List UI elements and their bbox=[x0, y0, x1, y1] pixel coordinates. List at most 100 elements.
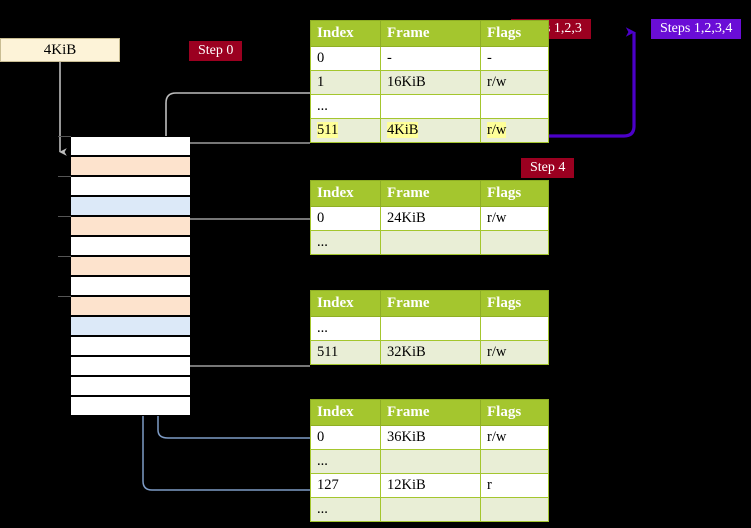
memory-tick bbox=[58, 216, 71, 217]
col-header-flags: Flags bbox=[480, 20, 549, 47]
table-header-row: Index Frame Flags bbox=[310, 20, 549, 47]
memory-block bbox=[58, 296, 190, 316]
table-header-row: Index Frame Flags bbox=[310, 180, 549, 207]
memory-block bbox=[71, 276, 190, 296]
memory-block bbox=[71, 196, 190, 216]
highlight-text: r/w bbox=[487, 122, 507, 138]
memory-block bbox=[58, 176, 190, 196]
cell-index: 0 bbox=[310, 206, 381, 231]
connector-l3-24kib bbox=[170, 218, 310, 267]
cell-flags bbox=[480, 94, 549, 119]
memory-block bbox=[58, 216, 190, 236]
cell-frame: 36KiB bbox=[380, 425, 481, 450]
memory-block bbox=[58, 256, 190, 276]
cell-flags: r/w bbox=[480, 70, 549, 95]
memory-block bbox=[71, 356, 190, 376]
cell-frame: 12KiB bbox=[380, 473, 481, 498]
cell-index: 0 bbox=[310, 46, 381, 71]
badge-steps-1234: Steps 1,2,3,4 bbox=[651, 19, 742, 40]
memory-block bbox=[58, 136, 190, 156]
cell-flags: r/w bbox=[480, 425, 549, 450]
cell-index: 127 bbox=[310, 473, 381, 498]
table-row: ... bbox=[310, 230, 549, 255]
highlight-text: 511 bbox=[317, 122, 339, 138]
table-row: 511 4KiB r/w bbox=[310, 118, 549, 143]
memory-tick bbox=[58, 256, 71, 257]
cell-index: ... bbox=[310, 449, 381, 474]
cell-flags: r/w bbox=[480, 206, 549, 231]
col-header-index: Index bbox=[310, 180, 381, 207]
cell-flags bbox=[480, 449, 549, 474]
col-header-index: Index bbox=[310, 399, 381, 426]
memory-block bbox=[71, 156, 190, 176]
memory-block bbox=[71, 336, 190, 356]
cell-frame: 4KiB bbox=[380, 118, 481, 143]
table-row: ... bbox=[310, 497, 549, 522]
table-header-row: Index Frame Flags bbox=[310, 290, 549, 317]
size-box-label: 4KiB bbox=[43, 41, 77, 58]
cell-frame bbox=[380, 94, 481, 119]
cell-index: ... bbox=[310, 230, 381, 255]
col-header-flags: Flags bbox=[480, 290, 549, 317]
col-header-frame: Frame bbox=[380, 20, 481, 47]
cell-index: ... bbox=[310, 94, 381, 119]
table-row: 0-- bbox=[310, 46, 549, 71]
connector-l2-32kib bbox=[170, 311, 310, 367]
cell-frame bbox=[380, 230, 481, 255]
cell-flags bbox=[480, 316, 549, 341]
memory-tick bbox=[58, 176, 71, 177]
cell-index: ... bbox=[310, 497, 381, 522]
cell-flags: r bbox=[480, 473, 549, 498]
cell-index: 511 bbox=[310, 340, 381, 365]
cell-frame: 16KiB bbox=[380, 70, 481, 95]
cell-flags bbox=[480, 230, 549, 255]
memory-block bbox=[71, 236, 190, 256]
cell-frame: 32KiB bbox=[380, 340, 481, 365]
col-header-frame: Frame bbox=[380, 399, 481, 426]
table-row: ... bbox=[310, 449, 549, 474]
memory-column bbox=[58, 136, 190, 416]
cell-flags: r/w bbox=[480, 118, 549, 143]
highlight-text: 4KiB bbox=[387, 122, 419, 138]
cell-frame bbox=[380, 497, 481, 522]
badge-step-4: Step 4 bbox=[521, 158, 575, 179]
table-row: ... bbox=[310, 94, 549, 119]
col-header-frame: Frame bbox=[380, 290, 481, 317]
col-header-index: Index bbox=[310, 290, 381, 317]
cell-flags: r/w bbox=[480, 340, 549, 365]
badge-step-0: Step 0 bbox=[189, 41, 243, 62]
col-header-index: Index bbox=[310, 20, 381, 47]
cell-frame bbox=[380, 449, 481, 474]
table-row: ... bbox=[310, 316, 549, 341]
col-header-flags: Flags bbox=[480, 399, 549, 426]
col-header-frame: Frame bbox=[380, 180, 481, 207]
memory-block bbox=[71, 396, 190, 416]
cell-index: ... bbox=[310, 316, 381, 341]
cell-frame: - bbox=[380, 46, 481, 71]
memory-block bbox=[71, 316, 190, 336]
cell-index: 511 bbox=[310, 118, 381, 143]
memory-tick bbox=[58, 136, 71, 137]
cell-index: 0 bbox=[310, 425, 381, 450]
table-header-row: Index Frame Flags bbox=[310, 399, 549, 426]
cell-frame: 24KiB bbox=[380, 206, 481, 231]
cell-flags: - bbox=[480, 46, 549, 71]
memory-tick bbox=[58, 296, 71, 297]
col-header-flags: Flags bbox=[480, 180, 549, 207]
cell-frame bbox=[380, 316, 481, 341]
